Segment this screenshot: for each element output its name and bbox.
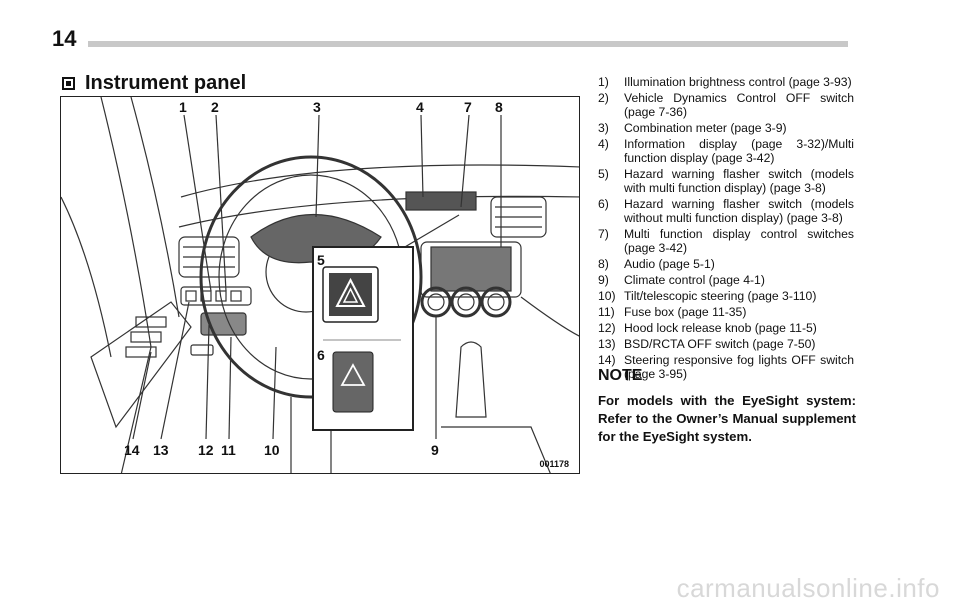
callout-8: 8 [495, 99, 503, 115]
list-item: 14)Steering responsive fog lights OFF sw… [598, 353, 854, 381]
list-item: 2)Vehicle Dynamics Control OFF switch (p… [598, 91, 854, 119]
note-heading: NOTE [598, 367, 643, 384]
list-item: 13)BSD/RCTA OFF switch (page 7-50) [598, 337, 816, 351]
list-item: 10)Tilt/telescopic steering (page 3-110) [598, 289, 817, 303]
callout-10: 10 [264, 442, 280, 458]
callout-6: 6 [317, 347, 325, 363]
page-number: 14 [52, 26, 77, 51]
callout-2: 2 [211, 99, 219, 115]
list-item: 12)Hood lock release knob (page 11-5) [598, 321, 817, 335]
callout-7: 7 [464, 99, 472, 115]
callout-14: 14 [124, 442, 140, 458]
hazard-switch-inset [312, 246, 414, 431]
section-marker-icon [62, 77, 75, 90]
callout-1: 1 [179, 99, 187, 115]
note-body: For models with the EyeSight system: Ref… [598, 393, 856, 444]
list-item: 1)Illumination brightness control (page … [598, 75, 852, 89]
list-item: 3)Combination meter (page 3-9) [598, 121, 787, 135]
callout-3: 3 [313, 99, 321, 115]
section-heading: Instrument panel [62, 72, 246, 95]
callout-4: 4 [416, 99, 424, 115]
header-rule [88, 41, 848, 47]
list-item: 4)Information display (page 3-32)/Multi … [598, 137, 854, 165]
list-item: 7)Multi function display control switche… [598, 227, 854, 255]
callout-11: 11 [221, 442, 236, 458]
list-item: 9)Climate control (page 4-1) [598, 273, 765, 287]
callout-12: 12 [198, 442, 214, 458]
figure-code: 001178 [539, 459, 569, 469]
callout-9: 9 [431, 442, 439, 458]
instrument-panel-illustration [61, 97, 579, 473]
list-item: 5)Hazard warning flasher switch (models … [598, 167, 854, 195]
list-item: 11)Fuse box (page 11-35) [598, 305, 747, 319]
section-title: Instrument panel [85, 72, 247, 94]
callout-5: 5 [317, 252, 325, 268]
list-item: 6)Hazard warning flasher switch (models … [598, 197, 854, 225]
instrument-panel-figure: 1 2 3 4 7 8 5 6 14 13 12 11 10 9 001178 [60, 96, 580, 474]
list-item: 8)Audio (page 5-1) [598, 257, 715, 271]
callout-13: 13 [153, 442, 169, 458]
watermark: carmanualsonline.info [676, 573, 940, 603]
component-list: 1)Illumination brightness control (page … [598, 75, 854, 383]
